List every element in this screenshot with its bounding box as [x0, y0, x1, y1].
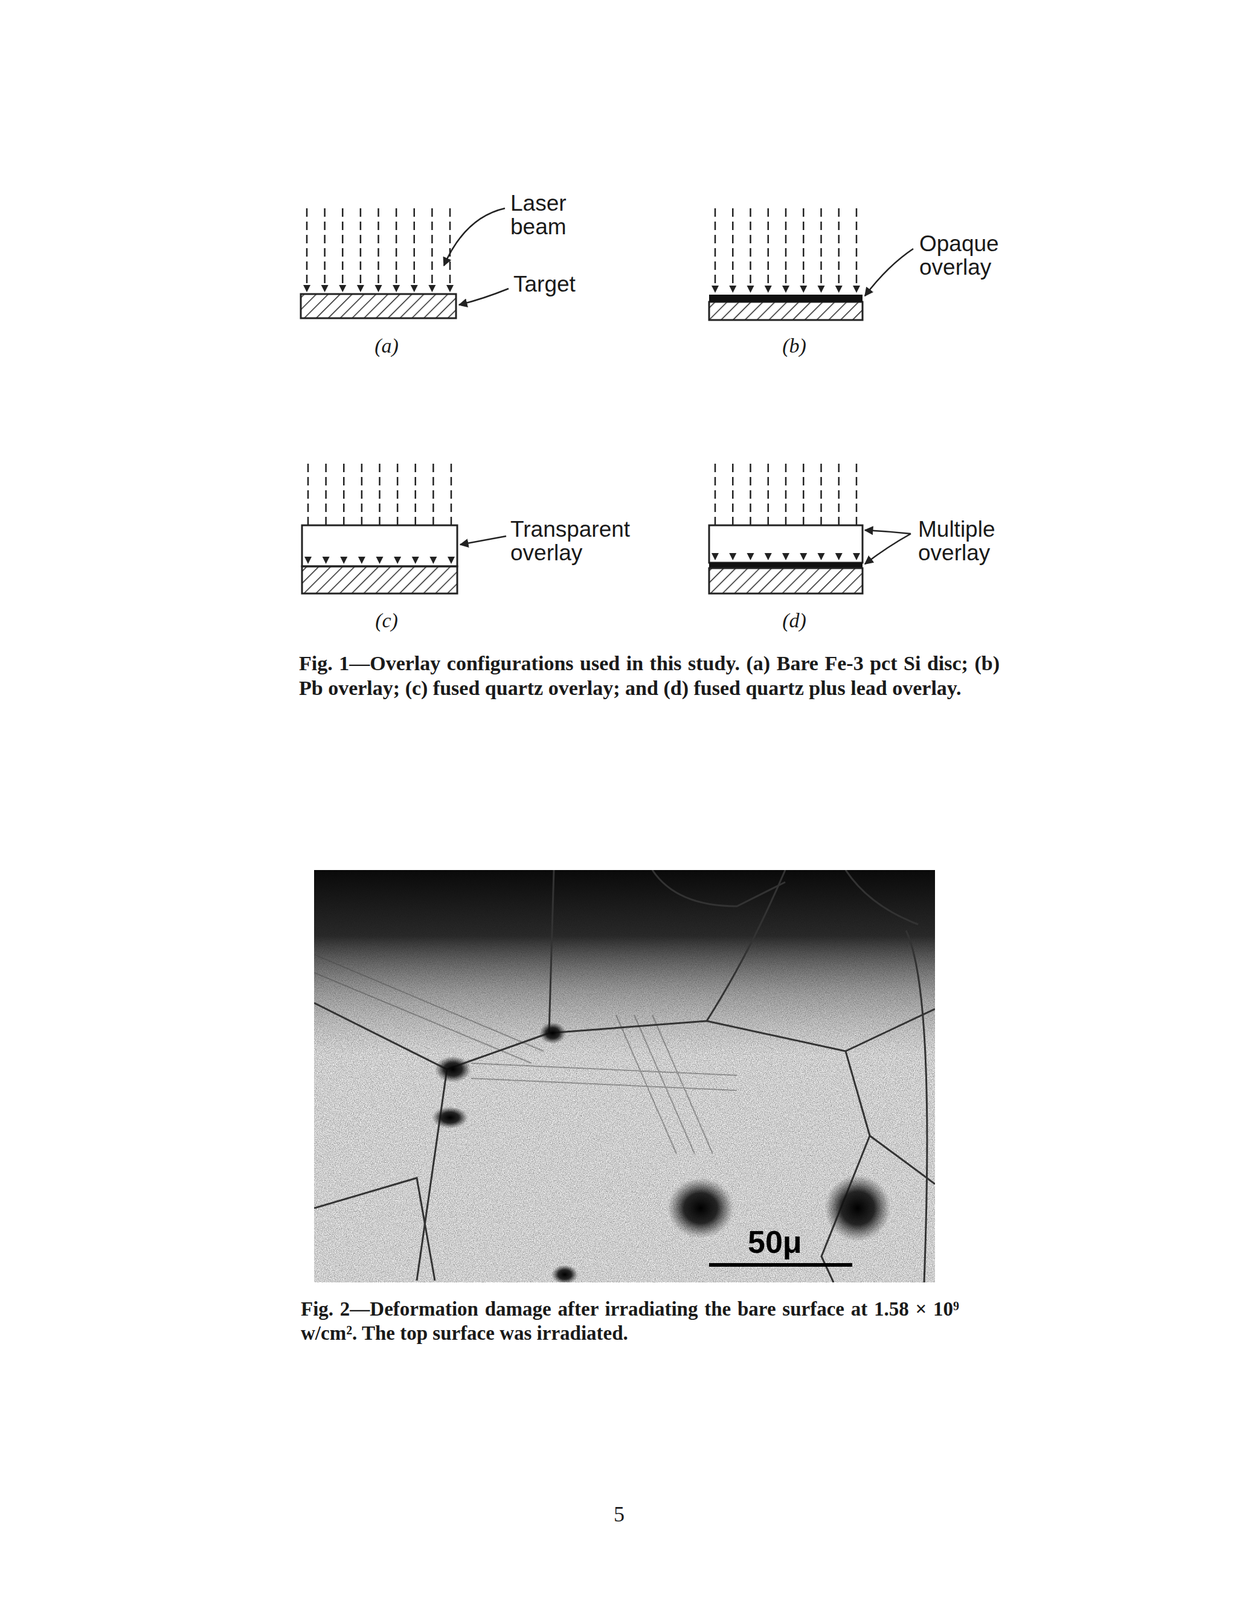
callout-label: Target — [513, 273, 611, 297]
laser-ray — [855, 208, 858, 287]
laser-ray — [838, 208, 841, 287]
arrowhead — [338, 285, 347, 293]
laser-ray — [732, 208, 734, 287]
target-disc — [709, 568, 863, 594]
leader-line — [443, 208, 505, 266]
arrowhead — [304, 556, 312, 565]
arrowhead — [447, 556, 455, 565]
leader-line — [459, 288, 509, 306]
arrowhead — [764, 285, 772, 293]
callout-label: Opaque overlay — [919, 232, 1029, 280]
laser-ray — [820, 208, 823, 287]
arrowhead — [747, 553, 755, 561]
arrowhead — [446, 285, 454, 293]
arrowhead — [747, 285, 755, 293]
transparent-overlay — [709, 525, 863, 563]
panel-letter: (c) — [365, 610, 408, 632]
arrowhead — [782, 553, 790, 561]
arrowhead — [410, 285, 418, 293]
laser-ray — [802, 208, 805, 287]
arrowhead — [711, 285, 719, 293]
arrowhead — [764, 553, 772, 561]
transparent-overlay — [302, 525, 458, 567]
laser-ray — [767, 208, 770, 287]
arrowhead — [392, 285, 400, 293]
arrowhead — [799, 553, 807, 561]
figure-1-schematics — [0, 0, 1237, 665]
arrowhead — [375, 285, 383, 293]
laser-ray — [395, 208, 398, 287]
arrowhead — [358, 556, 366, 565]
arrowhead — [428, 285, 436, 293]
laser-ray — [377, 208, 380, 287]
leader-line — [864, 533, 911, 565]
arrowhead — [303, 285, 311, 293]
arrowhead — [411, 556, 420, 565]
arrowhead — [852, 285, 861, 293]
panel-letter: (a) — [365, 335, 408, 357]
arrowhead — [729, 285, 737, 293]
laser-ray — [306, 208, 309, 287]
arrowhead — [782, 285, 790, 293]
laser-ray — [323, 208, 326, 287]
arrowhead — [835, 285, 843, 293]
laser-ray — [714, 208, 717, 287]
panel-letter: (b) — [773, 335, 816, 357]
arrowhead — [356, 285, 365, 293]
callout-label: Laser beam — [510, 192, 608, 240]
laser-ray — [785, 208, 788, 287]
leader-line — [864, 530, 911, 534]
figure-caption: Fig. 1—Overlay configurations used in th… — [298, 651, 1000, 702]
leader-line — [460, 536, 507, 545]
arrowhead — [835, 553, 843, 561]
laser-ray — [413, 208, 416, 287]
arrowhead — [321, 285, 329, 293]
arrowhead — [799, 285, 807, 293]
target-disc — [709, 302, 863, 321]
target-disc — [300, 294, 457, 319]
page-number: 5 — [604, 1503, 635, 1527]
leader-line — [864, 248, 914, 296]
scale-label: 50μ — [747, 1226, 821, 1260]
arrowhead — [393, 556, 402, 565]
laser-ray — [431, 208, 434, 287]
arrowhead — [852, 553, 861, 561]
arrowhead — [817, 553, 826, 561]
opaque-overlay — [709, 294, 863, 303]
laser-ray — [341, 208, 344, 287]
arrowhead — [376, 556, 384, 565]
panel-letter: (d) — [773, 610, 816, 632]
laser-ray — [449, 208, 452, 287]
scale-bar — [709, 1263, 853, 1268]
arrowhead — [729, 553, 737, 561]
arrowhead — [711, 553, 719, 561]
arrowhead — [817, 285, 826, 293]
arrowhead — [340, 556, 348, 565]
arrowhead — [429, 556, 437, 565]
laser-ray — [359, 208, 362, 287]
laser-ray — [749, 208, 752, 287]
figure-caption: Fig. 2—Deformation damage after irradiat… — [300, 1297, 960, 1347]
callout-label: Transparent overlay — [510, 518, 662, 566]
target-disc — [302, 566, 458, 594]
micrograph — [314, 870, 935, 1283]
callout-label: Multiple overlay — [918, 518, 1033, 566]
arrowhead — [322, 556, 330, 565]
